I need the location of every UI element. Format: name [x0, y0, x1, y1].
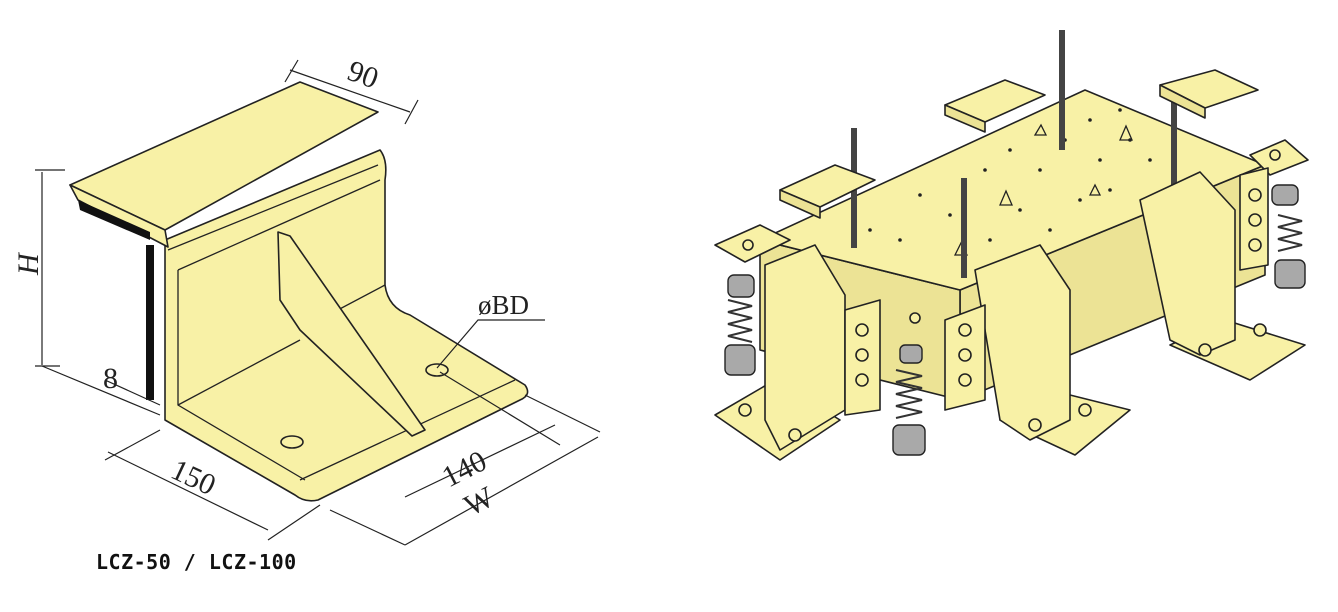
spring-isolators: [724, 184, 1306, 456]
top-pads: [779, 69, 1259, 219]
bracket-drawing: [69, 81, 529, 502]
web-shadow: [146, 245, 154, 400]
mounting-feet: [714, 139, 1309, 461]
dim-h-label: H: [12, 251, 45, 276]
dim-8-label: 8: [103, 362, 118, 395]
flange-shadow: [78, 200, 150, 240]
bolt-blocks: [738, 149, 1281, 442]
isolator-assembly-drawing: [714, 30, 1309, 461]
bolt-hole-front: [280, 435, 304, 449]
dim-150-label: 150: [166, 453, 221, 502]
plate-holes: [868, 108, 1152, 242]
bracket-gusset: [277, 231, 426, 437]
model-caption: LCZ-50 / LCZ-100: [96, 550, 297, 574]
dim-bd-label: øBD: [478, 290, 529, 320]
dim-90-label: 90: [343, 54, 382, 95]
